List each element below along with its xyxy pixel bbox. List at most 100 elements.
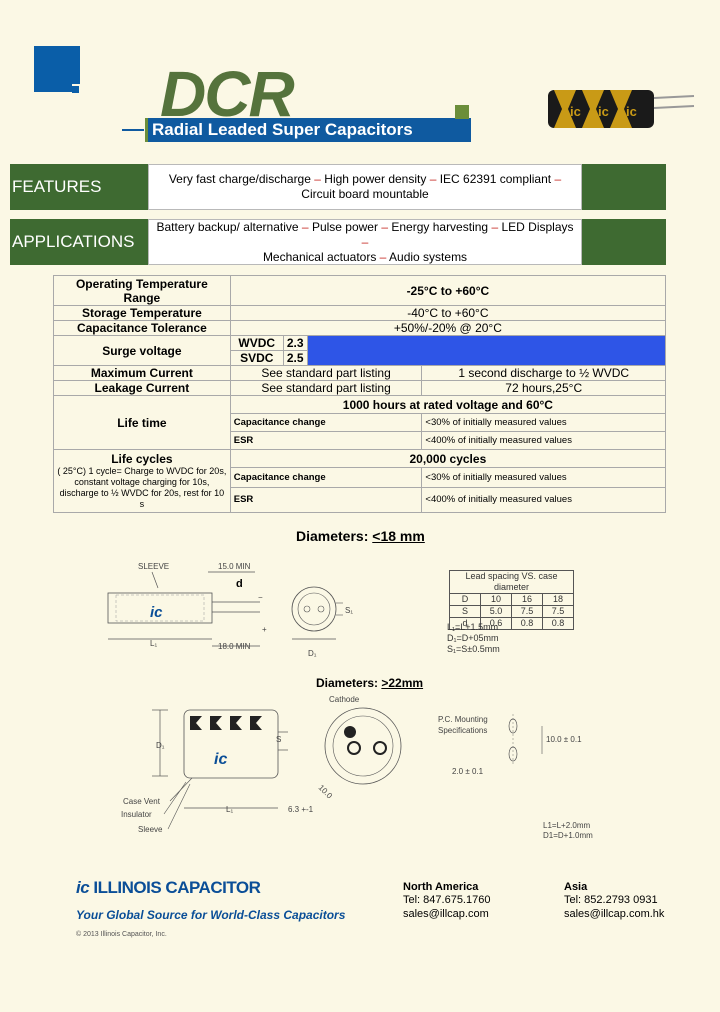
application-separator: – bbox=[361, 234, 369, 249]
op-temp-label: Operating Temperature Range bbox=[53, 275, 231, 306]
north-america-tel: Tel: 847.675.1760 bbox=[403, 894, 491, 906]
cycles-esr-value: <400% of initially measured values bbox=[421, 487, 666, 513]
lead-cell: 7.5 bbox=[542, 605, 574, 618]
application-separator: – bbox=[491, 219, 499, 234]
large-note-1: L1=L+2.0mm bbox=[543, 821, 590, 830]
applications-text: Battery backup/ alternative – Pulse powe… bbox=[155, 220, 575, 265]
spec-table: Operating Temperature Range -25°C to +60… bbox=[53, 275, 667, 513]
feature-item: Very fast charge/discharge bbox=[168, 172, 311, 186]
storage-temp-value: -40°C to +60°C bbox=[229, 305, 667, 321]
features-label: FEATURES bbox=[12, 177, 102, 196]
table-row: Leakage Current See standard part listin… bbox=[53, 380, 666, 396]
surge-fill bbox=[306, 335, 667, 366]
company-logo-text: ILLINOIS CAPACITOR bbox=[93, 878, 261, 897]
note-line: S₁=S±0.5mm bbox=[447, 644, 500, 654]
north-america-title: North America bbox=[403, 881, 479, 893]
cycles-desc: ( 25°C) 1 cycle= Charge to WVDC for 20s,… bbox=[57, 466, 227, 509]
max-current-value: See standard part listing bbox=[229, 365, 423, 381]
table-row: Storage Temperature -40°C to +60°C bbox=[53, 305, 667, 321]
application-item: Mechanical actuators bbox=[262, 249, 377, 264]
company-tagline: Your Global Source for World-Class Capac… bbox=[76, 908, 346, 922]
sleeve-label: SLEEVE bbox=[138, 562, 169, 571]
diameters-prefix: Diameters: bbox=[296, 528, 373, 544]
feature-separator: – bbox=[429, 172, 437, 186]
application-item: Audio systems bbox=[389, 249, 468, 264]
cap-label-3: ic bbox=[626, 104, 637, 119]
lead-spacing-table: Lead spacing VS. case diameter D 10 16 1… bbox=[449, 570, 574, 630]
lead-dim-label: 6.3 +-1 bbox=[288, 805, 314, 814]
applications-label: APPLICATIONS bbox=[12, 232, 135, 251]
company-logo-mark: ic bbox=[76, 878, 90, 897]
lead-cell: S bbox=[449, 605, 481, 618]
max-current-cond: 1 second discharge to ½ WVDC bbox=[421, 365, 666, 381]
capacitor-photo: ic ic ic bbox=[548, 90, 695, 128]
table-row: Capacitance change <30% of initially mea… bbox=[54, 467, 666, 488]
plus-sign: + bbox=[262, 625, 267, 634]
cap-label-2: ic bbox=[598, 104, 609, 119]
table-row: Life time 1000 hours at rated voltage an… bbox=[53, 395, 667, 450]
subtitle-bar bbox=[145, 118, 471, 142]
cathode-label: Cathode bbox=[329, 695, 360, 704]
table-row: ESR <400% of initially measured values bbox=[54, 487, 666, 513]
d1-large-label: D₁ bbox=[156, 741, 165, 750]
large-capacitor-drawing: D₁ ic S L₁ 6.3 +-1 Case Vent Insulator S… bbox=[121, 695, 593, 840]
dim-top-label: 15.0 MIN bbox=[218, 562, 251, 571]
application-item: Energy harvesting bbox=[391, 219, 489, 234]
pc-mounting-label-2: Specifications bbox=[438, 726, 487, 735]
pc-mounting-label-1: P.C. Mounting bbox=[438, 715, 488, 724]
feature-item: High power density bbox=[324, 172, 427, 186]
table-row: d 0.6 0.8 0.8 bbox=[449, 617, 574, 630]
note-line: L₁=L+1.5mm bbox=[447, 622, 499, 632]
ic-large-mark: ic bbox=[214, 751, 227, 768]
north-america-email[interactable]: sales@illcap.com bbox=[403, 908, 489, 920]
subtitle-rule bbox=[122, 129, 144, 131]
wvdc-value: 2.3 bbox=[282, 335, 308, 351]
dim-bottom-label: 18.0 MIN bbox=[218, 642, 251, 651]
application-separator: – bbox=[301, 219, 309, 234]
feature-separator: – bbox=[314, 172, 321, 186]
small-capacitor-drawing: SLEEVE 15.0 MIN d ic − + L₁ 18.0 MIN S₁ … bbox=[107, 562, 353, 658]
asia-email[interactable]: sales@illcap.com.hk bbox=[564, 908, 665, 920]
diameters-prefix: Diameters: bbox=[316, 676, 382, 690]
wvdc-label: WVDC bbox=[229, 335, 284, 351]
lead-cell: 18 bbox=[542, 593, 574, 606]
company-logo: ic ILLINOIS CAPACITOR bbox=[76, 878, 261, 898]
feature-item: IEC 62391 compliant bbox=[439, 172, 552, 186]
note-line: D₁=D+05mm bbox=[447, 633, 499, 643]
small-notes: L₁=L+1.5mm D₁=D+05mm S₁=S±0.5mm bbox=[447, 622, 500, 655]
large-note-2: D1=D+1.0mm bbox=[543, 831, 593, 840]
table-row: D 10 16 18 bbox=[449, 593, 574, 606]
horizontal-dim-label: 2.0 ± 0.1 bbox=[452, 767, 484, 776]
accent-square bbox=[455, 105, 469, 119]
svdc-value: 2.5 bbox=[282, 350, 308, 366]
application-separator: – bbox=[379, 249, 387, 264]
leakage-label: Leakage Current bbox=[53, 380, 231, 396]
lead-d-label: d bbox=[236, 578, 243, 590]
l1-label: L₁ bbox=[150, 639, 157, 648]
north-america-contact: North America Tel: 847.675.1760 sales@il… bbox=[403, 881, 490, 921]
copyright: © 2013 Illinois Capacitor, Inc. bbox=[76, 931, 167, 938]
surge-label: Surge voltage bbox=[53, 335, 231, 366]
minus-sign: − bbox=[258, 593, 263, 602]
application-item: Battery backup/ alternative bbox=[156, 219, 299, 234]
life-cap-change-value: <30% of initially measured values bbox=[421, 413, 666, 432]
asia-title: Asia bbox=[564, 881, 588, 893]
life-header: 1000 hours at rated voltage and 60°C bbox=[229, 395, 667, 414]
lead-cell: 0.8 bbox=[542, 617, 574, 630]
l1-large-label: L₁ bbox=[226, 805, 233, 814]
product-code: DCR bbox=[160, 58, 295, 130]
lead-cell: D bbox=[449, 593, 481, 606]
diameters-large-heading: Diameters: >22mm bbox=[316, 676, 423, 690]
asia-tel: Tel: 852.2793 0931 bbox=[564, 894, 658, 906]
table-row: Maximum Current See standard part listin… bbox=[53, 365, 666, 381]
max-current-label: Maximum Current bbox=[53, 365, 231, 381]
svdc-label: SVDC bbox=[229, 350, 284, 366]
lead-cell: 0.8 bbox=[511, 617, 543, 630]
applications-box: Battery backup/ alternative – Pulse powe… bbox=[148, 219, 582, 265]
op-temp-value: -25°C to +60°C bbox=[229, 275, 667, 306]
diameters-value: <18 mm bbox=[372, 528, 425, 544]
table-row: Capacitance Tolerance +50%/-20% @ 20°C bbox=[53, 320, 667, 336]
case-vent-label: Case Vent bbox=[123, 797, 161, 806]
asia-contact: Asia Tel: 852.2793 0931 sales@illcap.com… bbox=[564, 881, 664, 921]
vertical-dim-label: 10.0 ± 0.1 bbox=[546, 735, 582, 744]
